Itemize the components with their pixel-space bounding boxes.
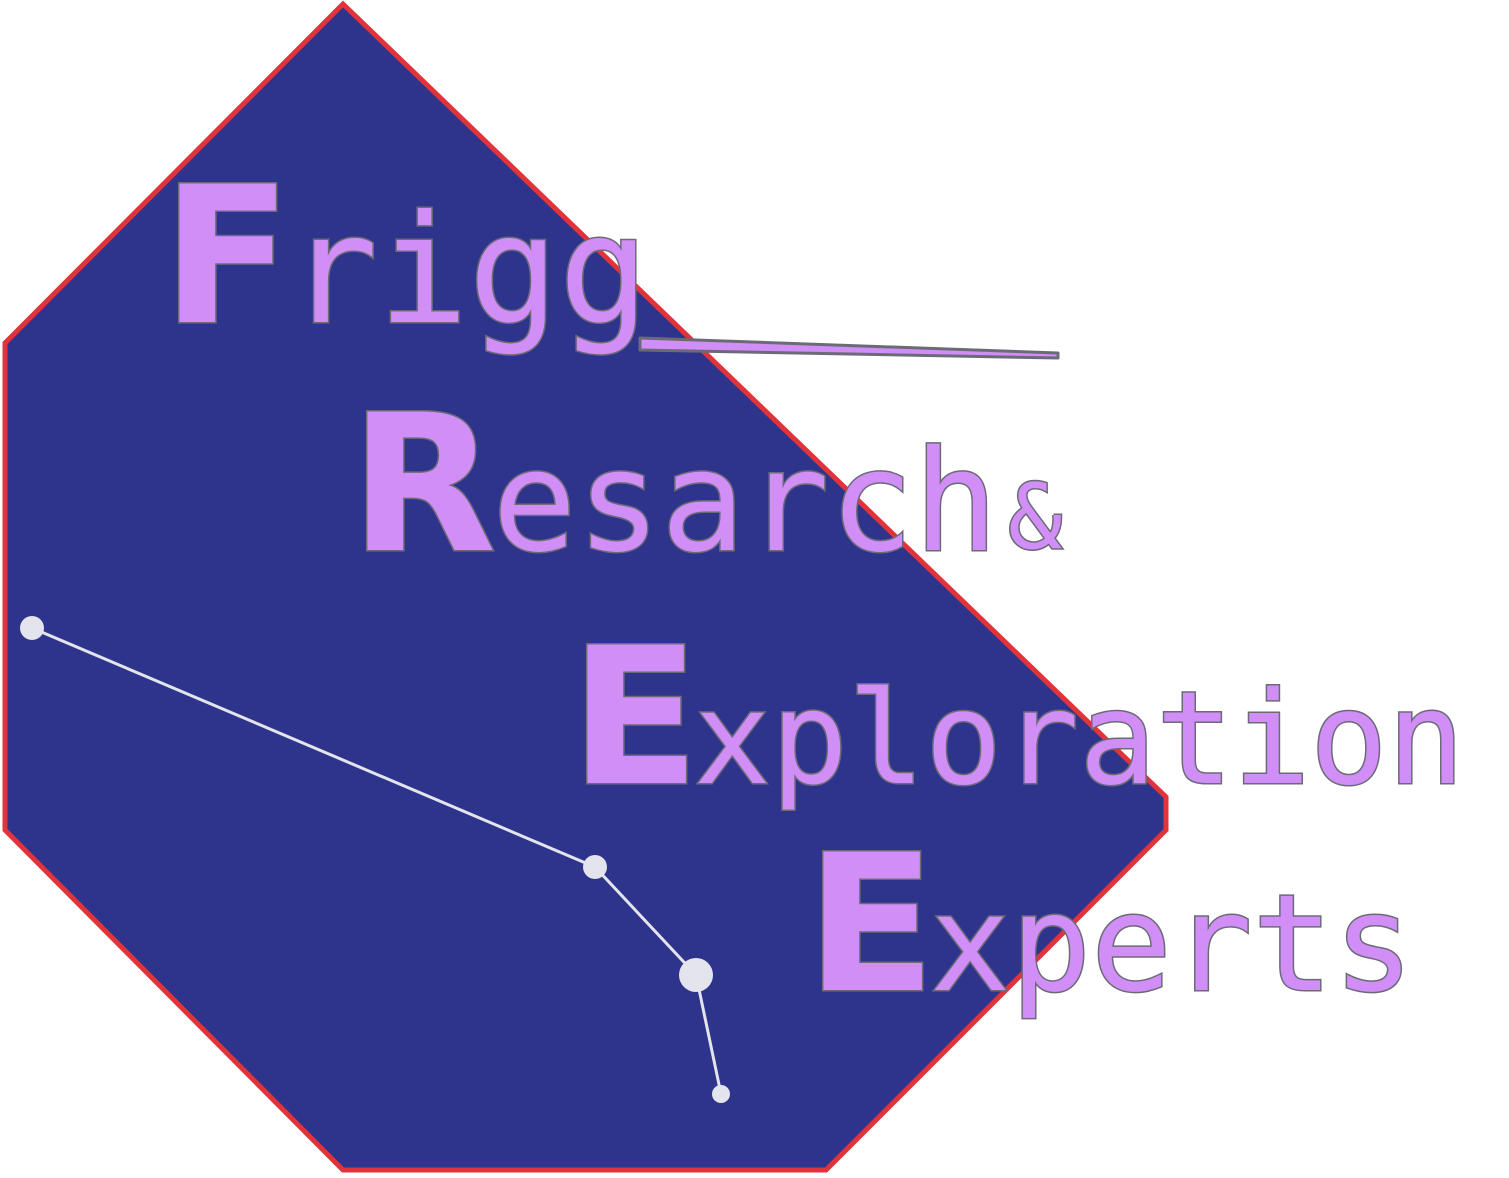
logo-initial-f: F	[162, 146, 292, 367]
logo-initial-e: E	[570, 607, 700, 828]
star-icon	[20, 616, 44, 640]
logo-word-esarch: esarch	[492, 421, 998, 584]
comet-tail	[638, 336, 1060, 360]
star-icon	[583, 855, 607, 879]
logo-word-xploration: xploration	[694, 665, 1465, 814]
logo-line-exploration: Exploration	[570, 607, 1464, 828]
star-icon	[679, 958, 713, 992]
star-icon	[712, 1085, 730, 1103]
constellation-line	[694, 974, 723, 1095]
constellation-line	[31, 626, 596, 869]
octagon-background	[2, 0, 1169, 1173]
logo-line-experts: Experts	[806, 814, 1414, 1035]
logo-initial-r: R	[350, 374, 496, 595]
logo-line-frigg: Frigg	[162, 146, 649, 367]
logo-ampersand: &	[1008, 465, 1062, 570]
logo-initial-e2: E	[806, 814, 936, 1035]
logo-word-rigg: rigg	[288, 184, 649, 358]
constellation-line	[593, 865, 698, 977]
constellation	[20, 616, 730, 1103]
logo-word-xperts: xperts	[930, 866, 1414, 1022]
logo-line-resarch: Resarch&	[350, 374, 1062, 595]
